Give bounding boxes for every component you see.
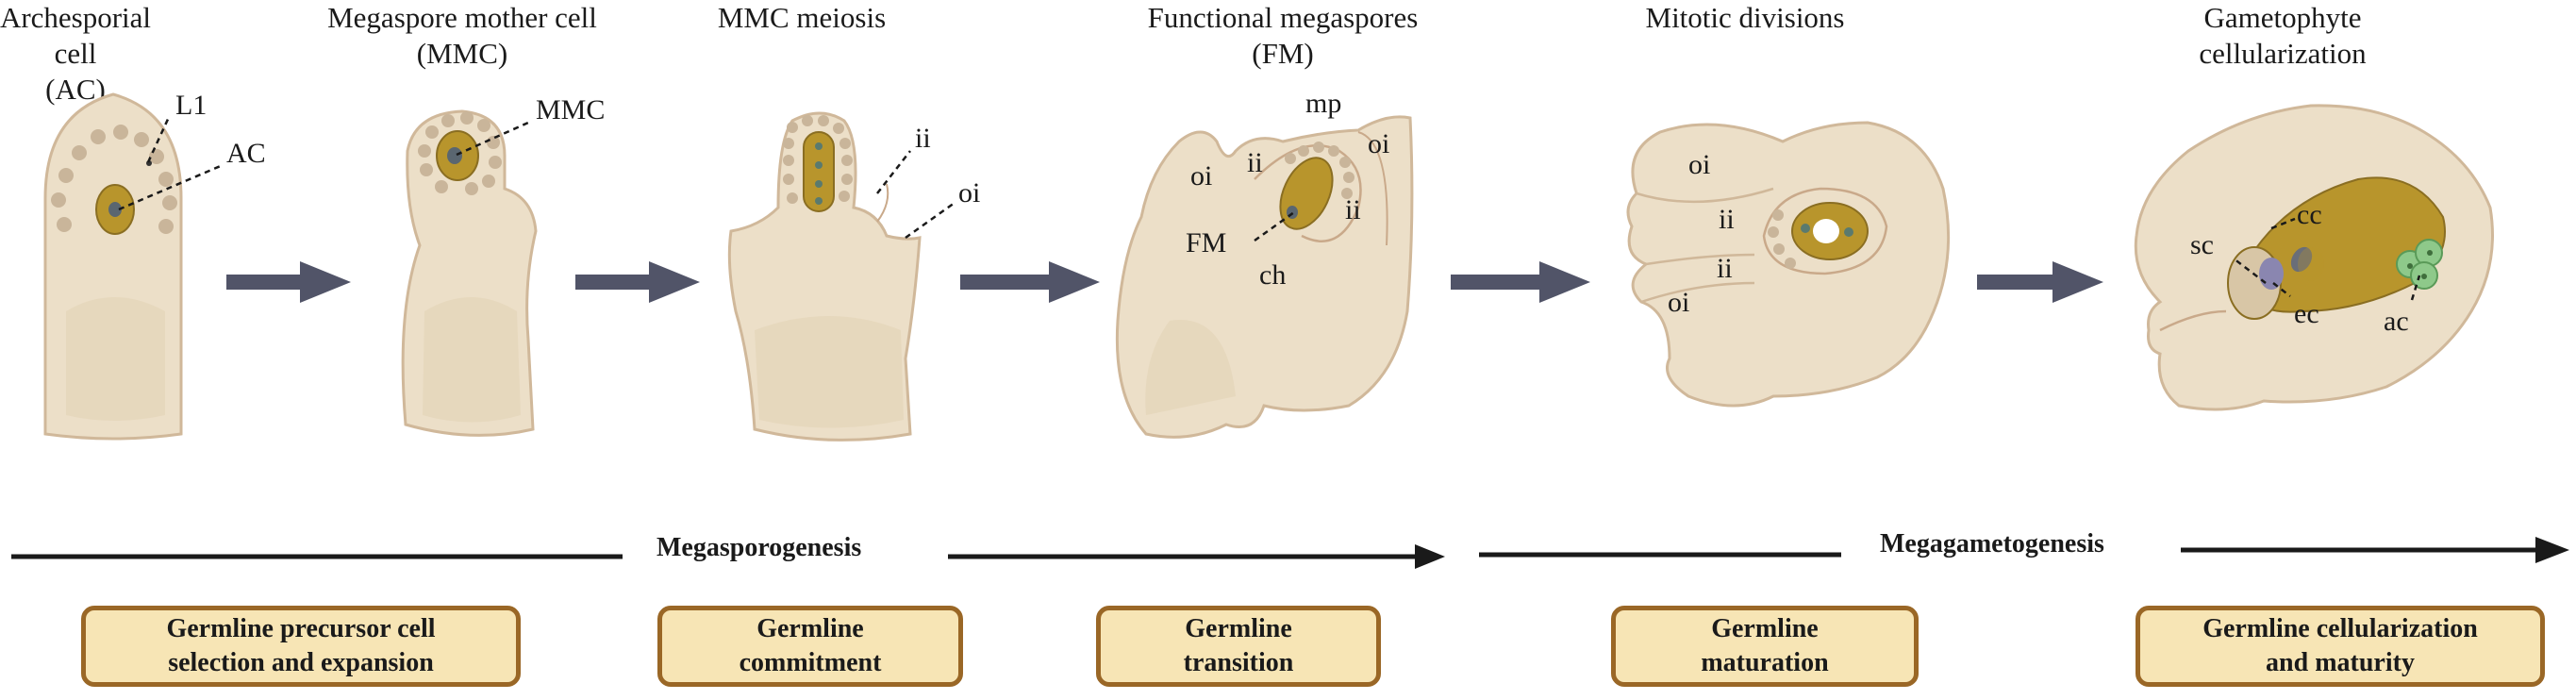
megagametogenesis-arrow [1479, 537, 2569, 563]
label-ii-stage4-left: ii [1247, 147, 1263, 178]
phase-arrows [11, 537, 2569, 569]
stage-title-archesporial: Archesporial cell (AC) [0, 0, 170, 108]
stage-title-functional-megaspores: Functional megaspores (FM) [1104, 0, 1462, 72]
label-ch: ch [1259, 259, 1287, 291]
box-line1: Germline [1711, 614, 1819, 643]
label-mp: mp [1305, 88, 1342, 119]
label-oi-stage3: oi [958, 177, 981, 208]
ovule-primordium-stage1 [43, 92, 183, 441]
box-line2: selection and expansion [168, 648, 434, 677]
box-germline-transition: Germline transition [1096, 606, 1381, 687]
stage-title-mmc: Megaspore mother cell (MMC) [292, 0, 632, 72]
ovule-stage3-meiosis [727, 111, 922, 442]
box-line2: transition [1183, 648, 1294, 677]
megasporogenesis-arrow [11, 544, 1445, 569]
box-germline-commitment: Germline commitment [657, 606, 963, 687]
label-ii-stage3: ii [915, 123, 931, 154]
ovule-primordium-stage2 [401, 109, 538, 437]
box-line2: maturation [1701, 648, 1829, 677]
label-sc: sc [2190, 229, 2214, 260]
label-ii-stage4-right: ii [1345, 194, 1361, 225]
box-line1: Germline precursor cell [166, 614, 436, 643]
stage-title-line1: Functional megaspores [1147, 1, 1419, 34]
leader-lines [118, 114, 2421, 301]
phase-megasporogenesis: Megasporogenesis [656, 533, 862, 562]
box-line1: Germline cellularization [2202, 614, 2478, 643]
label-oi-stage5-bottom: oi [1668, 287, 1690, 318]
stage-title-line2: (MMC) [416, 37, 508, 70]
box-line2: and maturity [2266, 648, 2415, 677]
label-oi-stage5-top: oi [1688, 149, 1711, 180]
stage-title-line2: cellularization [2199, 37, 2367, 70]
box-germline-precursor: Germline precursor cell selection and ex… [81, 606, 521, 687]
label-ac: AC [226, 138, 266, 169]
ovule-stage4-functional-megaspores [1115, 115, 1414, 439]
stage-arrow-5 [1977, 261, 2103, 303]
label-ac-antipodal: ac [2384, 306, 2409, 337]
label-ii-stage5-upper: ii [1719, 204, 1735, 235]
ovule-stage6-cellularization [2134, 104, 2494, 411]
label-fm: FM [1186, 227, 1227, 258]
label-ii-stage5-lower: ii [1717, 253, 1733, 284]
stage-title-line1: Megaspore mother cell [327, 1, 597, 34]
stage-title-line1: Archesporial cell [0, 1, 152, 70]
box-line1: Germline [756, 614, 864, 643]
stage-title-mitotic-divisions: Mitotic divisions [1594, 0, 1896, 36]
box-germline-maturation: Germline maturation [1611, 606, 1919, 687]
phase-megagametogenesis: Megagametogenesis [1880, 529, 2104, 558]
label-oi-stage4-left: oi [1190, 160, 1213, 192]
stage-title-line1: Mitotic divisions [1645, 1, 1845, 34]
stage-arrow-2 [575, 261, 700, 303]
stage-title-gametophyte-cellularization: Gametophyte cellularization [2141, 0, 2424, 72]
ovule-stage5-mitotic-divisions [1626, 121, 1951, 408]
stage-arrows [226, 261, 2103, 303]
box-germline-cellularization: Germline cellularization and maturity [2136, 606, 2545, 687]
label-l1: L1 [175, 90, 208, 121]
label-mmc: MMC [536, 94, 606, 125]
stage-arrow-1 [226, 261, 351, 303]
stage-title-mmc-meiosis: MMC meiosis [660, 0, 943, 36]
stage-arrow-3 [960, 261, 1100, 303]
label-cc: cc [2297, 199, 2322, 230]
stage-title-line1: MMC meiosis [717, 1, 887, 34]
stage-title-line2: (FM) [1252, 37, 1314, 70]
box-line2: commitment [739, 648, 882, 677]
stage-arrow-4 [1451, 261, 1590, 303]
label-oi-stage4-right: oi [1368, 128, 1390, 159]
stage-title-line1: Gametophyte [2203, 1, 2362, 34]
box-line1: Germline [1185, 614, 1292, 643]
label-ec: ec [2294, 298, 2319, 329]
